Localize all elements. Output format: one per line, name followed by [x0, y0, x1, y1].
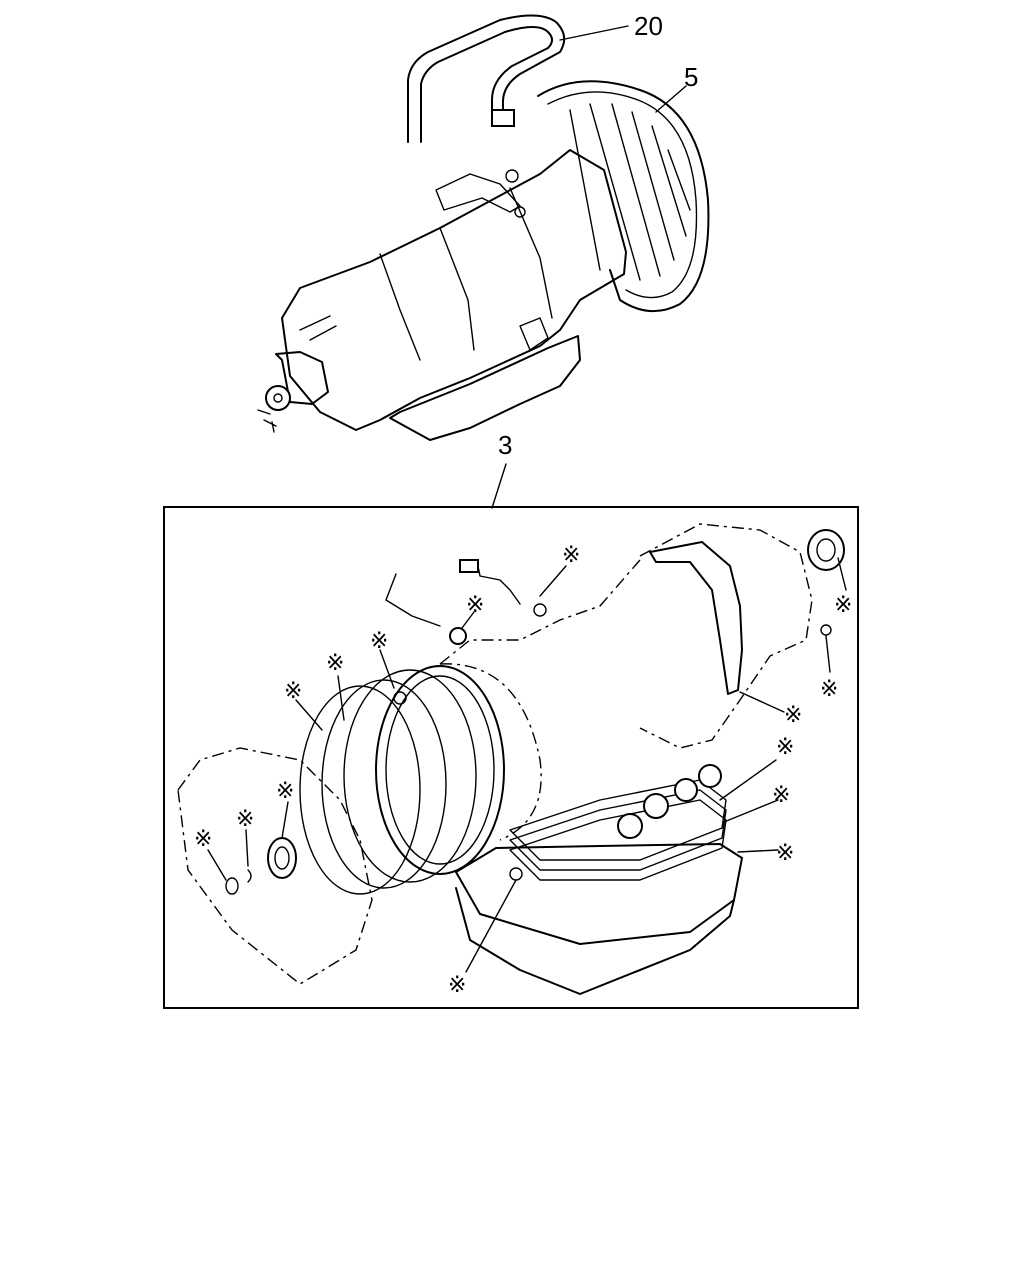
kit-mark: ※ [466, 593, 484, 618]
callout-gasket-kit: 3 [498, 430, 512, 460]
kit-mark: ※ [784, 703, 802, 728]
transmission-assembly-drawing [257, 14, 710, 509]
bell-housing [537, 80, 710, 313]
transmission-case [281, 149, 627, 431]
kit-mark-symbols: ※ ※ ※ ※ ※ ※ ※ ※ ※ ※ ※ ※ ※ ※ ※ [194, 543, 852, 998]
valve-body-gaskets [509, 764, 727, 881]
kit-mark: ※ [776, 735, 794, 760]
rear-gasket [649, 541, 743, 695]
callout-transmission: 5 [684, 62, 698, 92]
kit-mark: ※ [194, 827, 212, 852]
breather-hose [407, 14, 566, 143]
speedometer-seal [449, 627, 467, 645]
oil-pan-gasket [455, 843, 743, 945]
kit-mark: ※ [562, 543, 580, 568]
front-oil-seal [267, 837, 297, 879]
kit-mark: ※ [236, 807, 254, 832]
kit-mark: ※ [326, 651, 344, 676]
kit-mark: ※ [772, 783, 790, 808]
kit-mark: ※ [834, 593, 852, 618]
kit-mark: ※ [448, 973, 466, 998]
drain-plug-washer [509, 867, 523, 881]
gasket-kit-drawing [177, 523, 847, 995]
kit-mark: ※ [370, 629, 388, 654]
output-flange [275, 351, 329, 405]
kit-mark: ※ [284, 679, 302, 704]
kit-mark: ※ [276, 779, 294, 804]
kit-mark: ※ [820, 677, 838, 702]
sensor-o-ring [533, 603, 547, 617]
oil-pan [389, 335, 581, 441]
gasket-kit-frame [163, 506, 859, 1009]
kit-mark: ※ [776, 841, 794, 866]
callout-hose: 20 [634, 11, 663, 41]
converter-gasket-rings [299, 665, 505, 895]
rear-oil-seal [807, 529, 845, 571]
small-o-ring-rear [820, 624, 832, 636]
lower-oil-pan [455, 887, 735, 995]
